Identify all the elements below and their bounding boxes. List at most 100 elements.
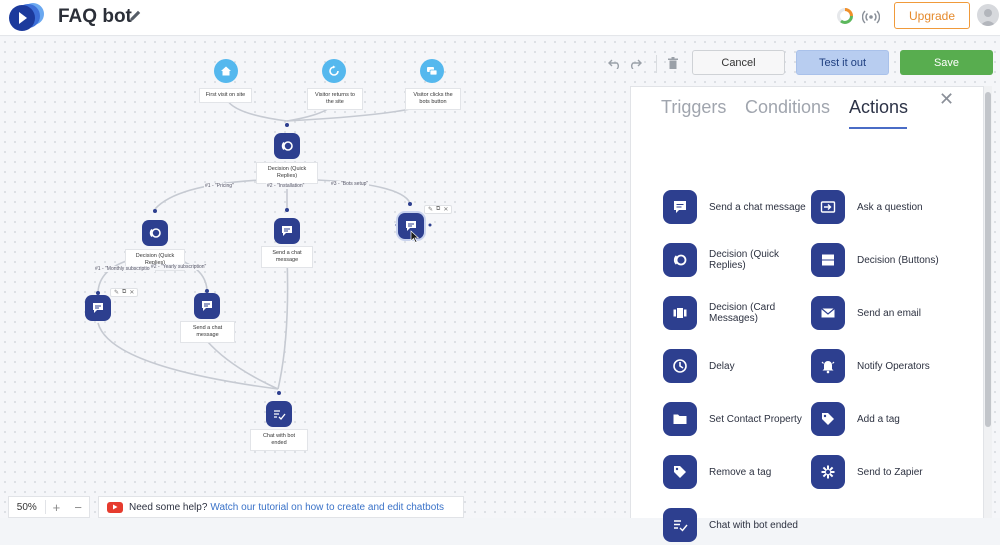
cancel-button[interactable]: Cancel bbox=[692, 50, 785, 75]
action-label: Decision (Buttons) bbox=[857, 254, 939, 266]
ask-question-icon bbox=[811, 190, 845, 224]
panel-scrollbar-thumb[interactable] bbox=[985, 92, 991, 427]
trigger-bots-button-node[interactable] bbox=[420, 59, 444, 83]
node-mini-toolbar[interactable]: ✎⧉✕ bbox=[424, 205, 453, 214]
trigger-first-visit-label: First visit on site bbox=[199, 88, 252, 103]
toolbar-divider bbox=[656, 55, 657, 73]
tab-triggers[interactable]: Triggers bbox=[661, 97, 727, 117]
tutorial-link[interactable]: Watch our tutorial on how to create and … bbox=[210, 501, 445, 513]
edit-pencil-icon[interactable]: ✎ bbox=[428, 207, 434, 213]
trigger-bots-button-label: Visitor clicks the bots button bbox=[405, 88, 461, 110]
bell-icon bbox=[811, 349, 845, 383]
action-label: Send an email bbox=[857, 307, 921, 319]
chat-message-icon bbox=[663, 190, 697, 224]
action-decision-buttons[interactable]: Decision (Buttons) bbox=[811, 240, 971, 280]
action-label: Notify Operators bbox=[857, 360, 930, 372]
signal-icon[interactable] bbox=[862, 7, 880, 25]
edge-label-pricing: #1 - "Pricing" bbox=[204, 183, 235, 189]
bot-title[interactable]: FAQ bot bbox=[58, 6, 132, 27]
action-label: Chat with bot ended bbox=[709, 519, 798, 531]
action-label: Send a chat message bbox=[709, 201, 806, 213]
redo-icon[interactable] bbox=[628, 59, 642, 69]
send-chat-message-node[interactable] bbox=[274, 218, 300, 244]
action-label: Delay bbox=[709, 360, 735, 372]
avatar[interactable] bbox=[977, 4, 999, 26]
delete-x-icon[interactable]: ✕ bbox=[129, 290, 135, 296]
action-label: Add a tag bbox=[857, 413, 900, 425]
copy-icon[interactable]: ⧉ bbox=[122, 289, 127, 295]
action-label: Send to Zapier bbox=[857, 466, 923, 478]
quick-replies-icon bbox=[663, 243, 697, 277]
decision-quick-replies-label: Decision (Quick Replies) bbox=[256, 162, 318, 184]
actions-panel: Triggers Conditions Actions ✕ Send a cha… bbox=[630, 86, 984, 542]
tab-conditions[interactable]: Conditions bbox=[745, 97, 831, 117]
buttons-icon bbox=[811, 243, 845, 277]
delete-x-icon[interactable]: ✕ bbox=[443, 207, 449, 213]
action-send-chat-message[interactable]: Send a chat message bbox=[663, 187, 823, 227]
zoom-out-icon[interactable]: − bbox=[74, 499, 82, 515]
connector-dot bbox=[285, 123, 289, 127]
trigger-first-visit-node[interactable] bbox=[214, 59, 238, 83]
action-remove-a-tag[interactable]: Remove a tag bbox=[663, 452, 823, 492]
zoom-in-icon[interactable]: + bbox=[52, 499, 61, 515]
action-decision-card-messages[interactable]: Decision (Card Messages) bbox=[663, 293, 823, 333]
chat-message-icon bbox=[202, 301, 212, 311]
action-label: Set Contact Property bbox=[709, 413, 802, 425]
send-chat-message-label: Send a chat message bbox=[261, 246, 313, 268]
action-notify-operators[interactable]: Notify Operators bbox=[811, 346, 971, 386]
tag-icon bbox=[811, 402, 845, 436]
chat-message-icon bbox=[282, 226, 292, 236]
flow-canvas[interactable]: First visit on site Visitor returns to t… bbox=[0, 37, 1000, 542]
action-decision-quick-replies[interactable]: Decision (Quick Replies) bbox=[663, 240, 823, 280]
mouse-cursor-icon bbox=[410, 230, 420, 243]
action-label: Decision (Quick Replies) bbox=[709, 249, 780, 271]
help-text: Need some help? bbox=[129, 501, 208, 513]
connector-dot bbox=[205, 289, 209, 293]
user-avatar-icon bbox=[980, 9, 996, 26]
undo-icon[interactable] bbox=[608, 59, 622, 69]
action-add-a-tag[interactable]: Add a tag bbox=[811, 399, 971, 439]
trigger-visitor-returns-node[interactable] bbox=[322, 59, 346, 83]
action-delay[interactable]: Delay bbox=[663, 346, 823, 386]
app-logo-icon[interactable] bbox=[6, 2, 48, 32]
node-mini-toolbar[interactable]: ✎⧉✕ bbox=[110, 288, 139, 297]
edge-label-monthly-subscription: #1 - "Monthly subscription" bbox=[94, 266, 156, 272]
send-chat-message-node[interactable] bbox=[85, 295, 111, 321]
action-ask-a-question[interactable]: Ask a question bbox=[811, 187, 971, 227]
quick-replies-icon bbox=[281, 141, 293, 151]
progress-ring-icon[interactable] bbox=[836, 7, 854, 25]
action-chat-with-bot-ended[interactable]: Chat with bot ended bbox=[663, 505, 823, 545]
folder-icon bbox=[663, 402, 697, 436]
dragged-chat-message-node[interactable] bbox=[398, 213, 424, 239]
connector-dot bbox=[277, 391, 281, 395]
chat-with-bot-ended-node[interactable] bbox=[266, 401, 292, 427]
action-label: Decision (Card Messages) bbox=[709, 302, 776, 324]
card-messages-icon bbox=[663, 296, 697, 330]
decision-quick-replies-node[interactable] bbox=[274, 133, 300, 159]
edge-label-yearly-subscription: #2 - "Yearly subscription" bbox=[150, 264, 208, 270]
chat-with-bot-ended-label: Chat with bot ended bbox=[250, 429, 308, 451]
chat-ended-icon bbox=[274, 410, 286, 420]
decision-quick-replies-node[interactable] bbox=[142, 220, 168, 246]
edge-label-bots-setup: #3 - "Bots setup" bbox=[330, 181, 370, 187]
connector-dot bbox=[408, 202, 412, 206]
action-send-to-zapier[interactable]: Send to Zapier bbox=[811, 452, 971, 492]
close-panel-icon[interactable]: ✕ bbox=[939, 89, 955, 109]
copy-icon[interactable]: ⧉ bbox=[436, 206, 441, 212]
action-label: Remove a tag bbox=[709, 466, 772, 478]
action-set-contact-property[interactable]: Set Contact Property bbox=[663, 399, 823, 439]
test-it-out-button[interactable]: Test it out bbox=[796, 50, 889, 75]
trash-icon[interactable] bbox=[668, 57, 678, 69]
edit-title-pencil-icon[interactable] bbox=[127, 8, 143, 24]
flow-diagram: First visit on site Visitor returns to t… bbox=[0, 37, 630, 518]
active-tab-indicator bbox=[849, 127, 907, 129]
save-button[interactable]: Save bbox=[900, 50, 993, 75]
connector-dot bbox=[153, 209, 157, 213]
action-send-an-email[interactable]: Send an email bbox=[811, 293, 971, 333]
tab-actions[interactable]: Actions bbox=[849, 97, 909, 117]
edit-pencil-icon[interactable]: ✎ bbox=[114, 290, 120, 296]
send-chat-message-node[interactable] bbox=[194, 293, 220, 319]
chat-bubbles-icon bbox=[427, 67, 438, 76]
action-label: Ask a question bbox=[857, 201, 923, 213]
upgrade-button[interactable]: Upgrade bbox=[894, 2, 970, 29]
